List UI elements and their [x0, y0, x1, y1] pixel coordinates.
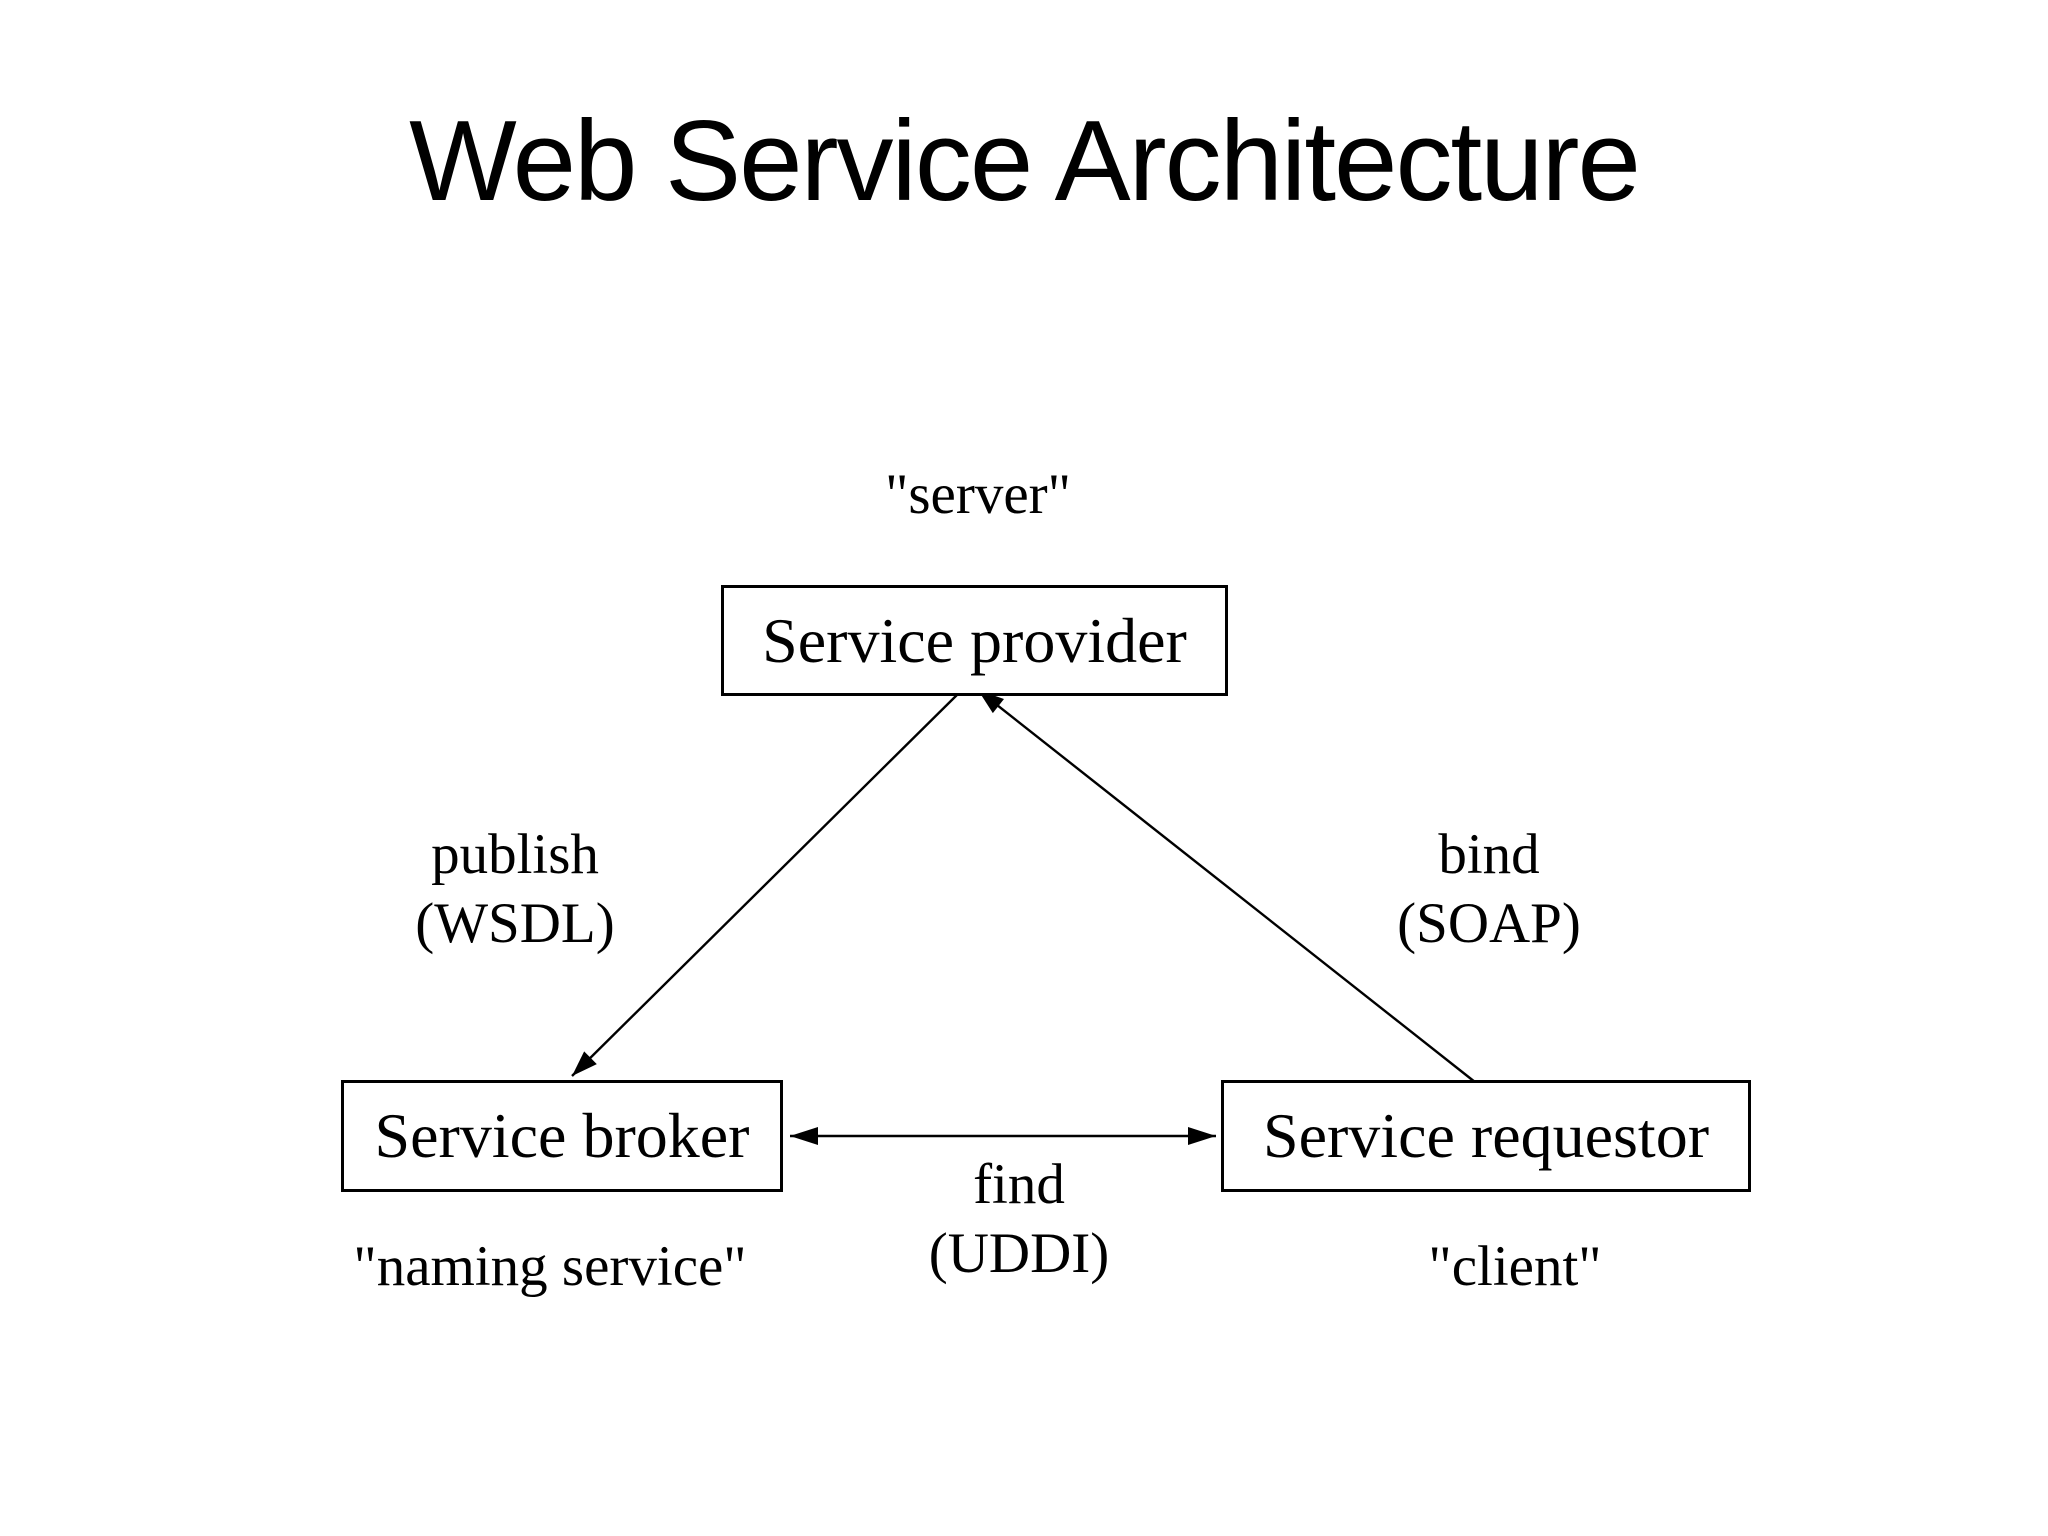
publish-edge-label-line1: publish: [431, 823, 599, 886]
publish-arrow: [571, 686, 966, 1077]
bind-edge-label: bind (SOAP): [1289, 820, 1689, 958]
server-annotation: "server": [885, 463, 1071, 526]
node-service-provider-label: Service provider: [762, 604, 1187, 676]
bind-edge-label-line2: (SOAP): [1397, 892, 1581, 955]
node-service-broker-label: Service broker: [374, 1100, 750, 1171]
publish-edge-label-line2: (WSDL): [415, 892, 615, 955]
node-service-requestor-label: Service requestor: [1262, 1100, 1710, 1171]
find-edge-label-line1: find: [973, 1153, 1065, 1216]
node-service-broker: Service broker: [341, 1080, 783, 1192]
page-title: Web Service Architecture: [409, 98, 1641, 225]
client-annotation: "client": [1428, 1235, 1602, 1298]
publish-edge-label: publish (WSDL): [315, 820, 715, 958]
bind-edge-label-line1: bind: [1438, 823, 1540, 886]
find-arrowhead-right: [1188, 1127, 1216, 1145]
node-service-provider: Service provider: [721, 585, 1228, 696]
bind-arrow: [977, 689, 1481, 1087]
node-service-requestor: Service requestor: [1221, 1080, 1751, 1192]
find-arrowhead-left: [790, 1127, 818, 1145]
naming-service-annotation: "naming service": [353, 1235, 747, 1298]
find-edge-label: find (UDDI): [819, 1150, 1219, 1288]
find-edge-label-line2: (UDDI): [928, 1222, 1110, 1285]
